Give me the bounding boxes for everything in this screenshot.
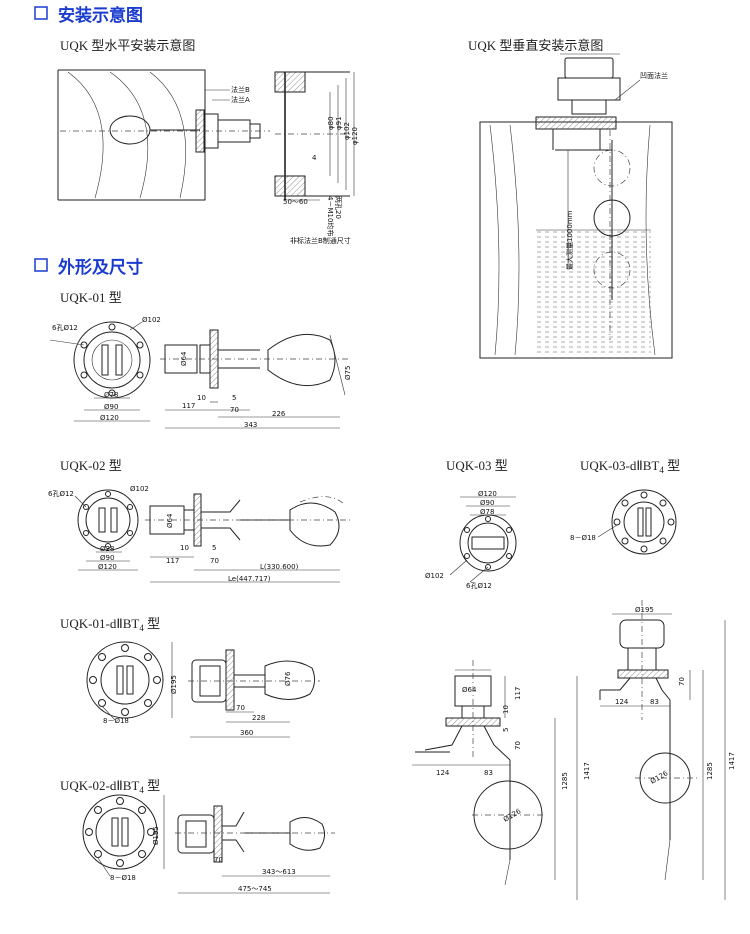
label-d70: 70 [514, 741, 522, 750]
label-d90: Ø90 [480, 499, 494, 507]
uqk03d-diagram: 8－Ø18 [570, 489, 677, 555]
label-holes: 6孔Ø12 [48, 490, 74, 498]
caption-uqk02d: UQK-02-dⅡBT4 型 [60, 778, 160, 795]
caption-uqk03: UQK-03 型 [446, 458, 508, 473]
label-d80: φ80 [327, 116, 335, 130]
label-d10: 10 [197, 394, 206, 402]
label-d228: 228 [252, 714, 265, 722]
label-d343: 343～613 [262, 868, 296, 876]
label-holes: 6孔Ø12 [52, 324, 78, 332]
caption-uqk02: UQK-02 型 [60, 458, 122, 473]
label-d195: Ø195 [635, 606, 654, 614]
heading-dims-text: 外形及尺寸 [58, 257, 143, 278]
label-d102: Ø102 [425, 572, 444, 580]
label-Le: Le(447.717) [228, 575, 271, 583]
label-d102: Ø102 [130, 485, 149, 493]
label-d64: Ø64 [462, 686, 477, 694]
label-d195: Ø195 [152, 826, 160, 845]
caption-uqk01: UQK-01 型 [60, 290, 122, 305]
label-d120: Ø120 [478, 490, 497, 498]
label-d70: 70 [230, 406, 239, 414]
label-d1417: 1417 [583, 762, 591, 780]
label-d64: Ø64 [166, 513, 174, 528]
checkbox-icon [34, 258, 48, 272]
uqk01d-diagram: Ø195 8－Ø18 Ø76 70 228 360 [86, 641, 320, 738]
label-d126: Ø126 [502, 807, 523, 824]
label-hole: 两孔20 [334, 196, 342, 219]
label-four: 4 [312, 154, 317, 162]
label-d64: Ø64 [180, 351, 188, 366]
label-d120: Ø120 [100, 414, 119, 422]
label-d117: 117 [182, 402, 195, 410]
label-d10: 10 [502, 705, 510, 714]
label-max-range: 最大测量1000mm [565, 210, 574, 270]
label-d124: 124 [615, 698, 629, 706]
vertical-install-diagram: 凹面法兰 最大测量1000mm [479, 53, 673, 359]
label-len: 50～60 [283, 198, 308, 206]
heading-install-text: 安装示意图 [58, 5, 143, 26]
caption-uqk01d: UQK-01-dⅡBT4 型 [60, 616, 160, 633]
label-holes: 6孔Ø12 [466, 582, 492, 590]
label-d78: Ø78 [480, 508, 494, 516]
label-d28: Ø28 [100, 545, 114, 553]
label-flange-a: 法兰A [231, 95, 250, 104]
heading-dims: 外形及尺寸 [34, 257, 143, 278]
label-m10: 4－M10均布 [326, 196, 335, 236]
label-d1417: 1417 [728, 752, 736, 770]
label-d102: φ102 [343, 122, 351, 140]
label-d5: 5 [212, 544, 216, 552]
label-d70: 70 [214, 856, 223, 864]
label-d78: Ø78 [104, 391, 118, 399]
label-d5: 5 [232, 394, 236, 402]
label-d83: 83 [650, 698, 659, 706]
label-d195: Ø195 [170, 675, 178, 694]
label-d70: 70 [210, 557, 219, 565]
label-d102: Ø102 [142, 316, 161, 324]
caption-vertical: UQK 型垂直安装示意图 [468, 38, 603, 53]
label-d117: 117 [514, 687, 522, 700]
label-bolts: 8－Ø18 [110, 874, 136, 882]
label-d120: Ø120 [98, 563, 117, 571]
label-d117: 117 [166, 557, 179, 565]
uqk02-diagram: 6孔Ø12 Ø102 Ø28 Ø90 Ø120 Ø64 10 5 117 70 … [48, 485, 350, 583]
label-d83: 83 [484, 769, 493, 777]
label-d75: Ø75 [344, 366, 352, 380]
label-d91: φ91 [335, 116, 343, 130]
label-d70: 70 [678, 677, 686, 686]
label-bolts: 8－Ø18 [103, 717, 129, 725]
horizontal-install-diagram: 法兰B 法兰A φ80 φ91 φ102 φ120 4 50～60 4－M10均… [57, 69, 359, 245]
label-d475: 475～745 [238, 885, 272, 893]
uqk01-diagram: 6孔Ø12 Ø102 Ø78 Ø90 Ø120 Ø64 Ø75 10 5 117… [49, 316, 352, 429]
label-d226: 226 [272, 410, 286, 418]
label-bolts: 8－Ø18 [570, 534, 596, 542]
vert03-diagram: Ø64 Ø126 117 10 5 70 124 83 1285 1417 [412, 660, 591, 900]
caption-horizontal: UQK 型水平安装示意图 [60, 38, 195, 53]
label-L: L(330.600) [260, 563, 299, 571]
caption-uqk03d: UQK-03-dⅡBT4 型 [580, 458, 680, 475]
checkbox-icon [34, 6, 48, 20]
label-d120: φ120 [351, 127, 359, 145]
label-d360: 360 [240, 729, 253, 737]
label-d10: 10 [180, 544, 189, 552]
label-d1285: 1285 [706, 762, 714, 780]
label-concave-flange: 凹面法兰 [640, 71, 668, 80]
label-d124: 124 [436, 769, 450, 777]
heading-install: 安装示意图 [34, 5, 143, 26]
label-d76: Ø76 [284, 671, 292, 686]
label-d1285: 1285 [561, 772, 569, 790]
uqk02d-diagram: Ø195 8－Ø18 70 343～613 475～745 [82, 794, 335, 894]
label-d70: 70 [236, 704, 245, 712]
uqk03-diagram: Ø120 Ø90 Ø78 Ø102 6孔Ø12 [425, 490, 517, 590]
label-note: 非标法兰B制通尺寸 [290, 236, 351, 245]
label-d343: 343 [244, 421, 257, 429]
label-d90: Ø90 [100, 554, 114, 562]
label-d5: 5 [502, 728, 510, 732]
label-d126: Ø126 [649, 769, 670, 786]
vert03d-diagram: Ø195 Ø126 70 124 83 1285 1417 [599, 600, 736, 900]
label-flange-b: 法兰B [231, 85, 250, 94]
label-d90: Ø90 [104, 403, 118, 411]
